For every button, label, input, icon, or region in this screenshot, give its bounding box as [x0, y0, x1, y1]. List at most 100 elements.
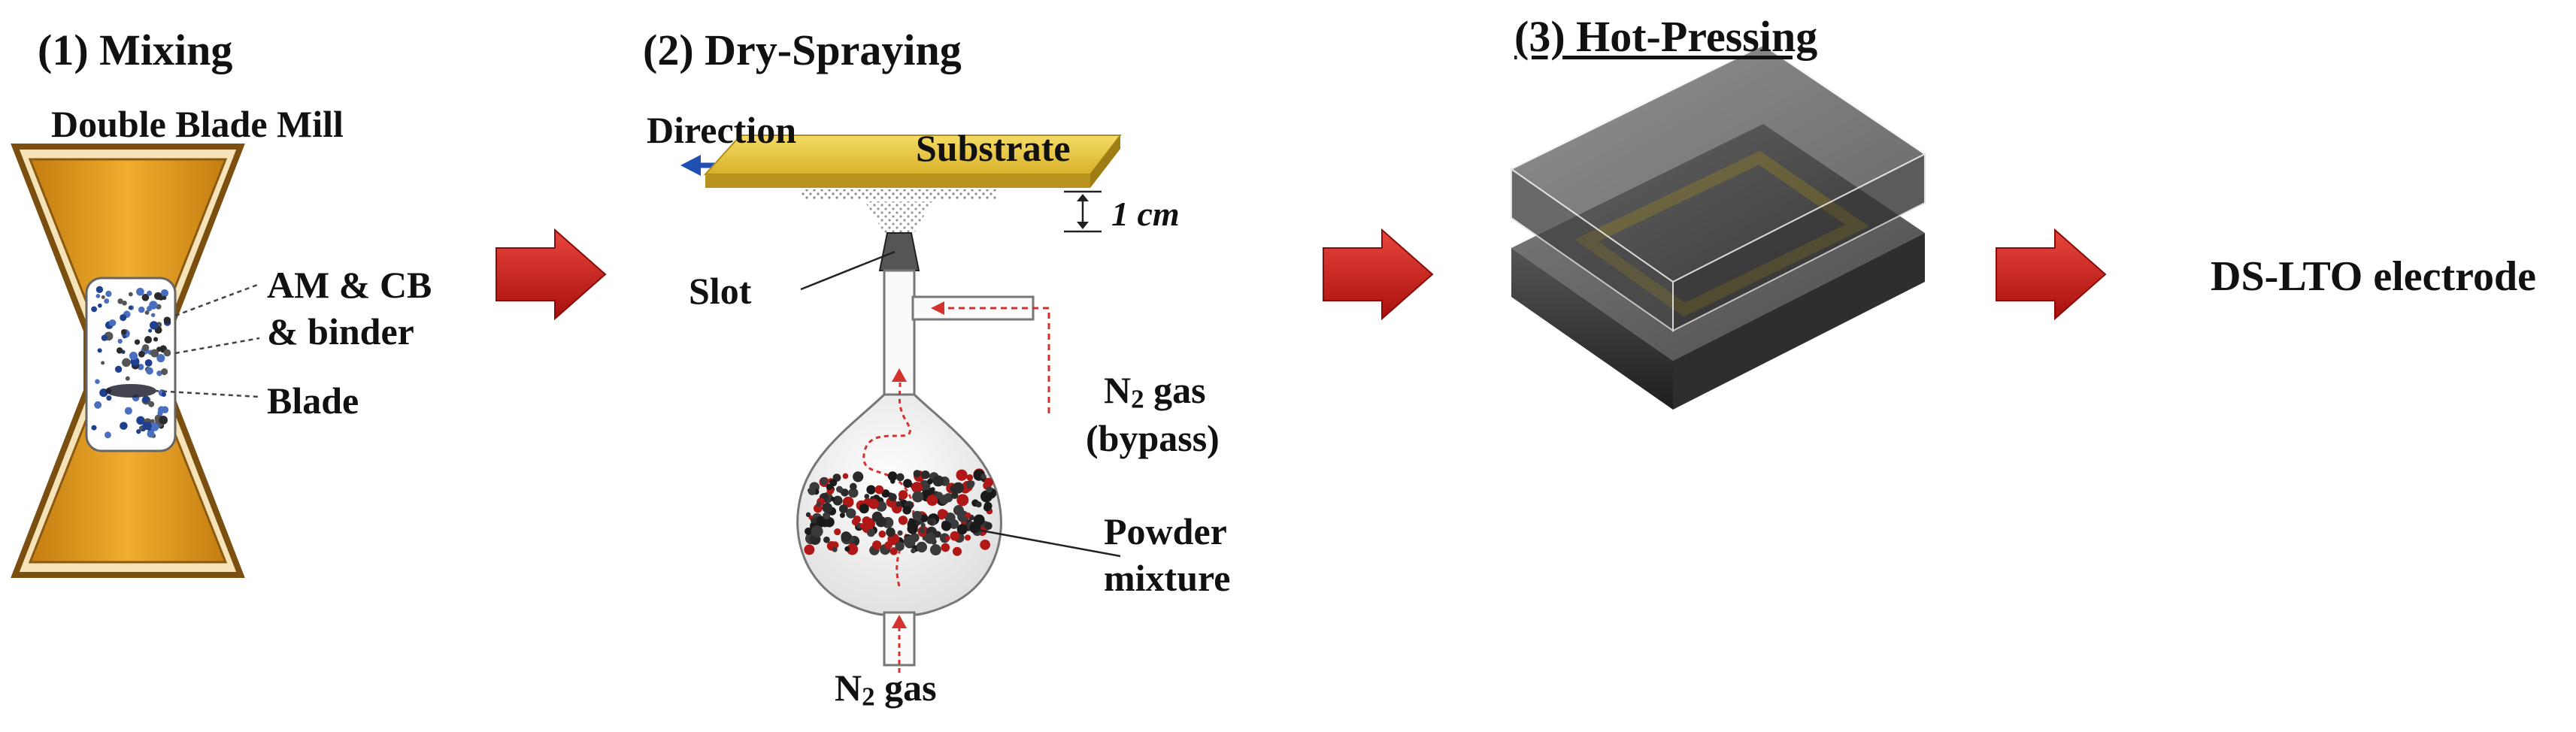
- mill-particle: [138, 306, 145, 313]
- dry-spray-apparatus: [680, 135, 1123, 673]
- powder-label-line2: mixture: [1104, 557, 1231, 599]
- powder-particle: [859, 504, 869, 514]
- powder-particle: [849, 482, 857, 491]
- powder-particle: [919, 527, 926, 534]
- powder-particle: [805, 512, 811, 518]
- result-label: DS-LTO electrode: [2211, 253, 2536, 300]
- powder-particle: [823, 536, 830, 543]
- mill-particle: [138, 350, 145, 358]
- powder-particle: [846, 543, 859, 555]
- mill-particle: [104, 298, 110, 304]
- mill-particle: [122, 300, 127, 306]
- powder-particle: [965, 512, 971, 519]
- powder-particle: [952, 546, 962, 556]
- mill-particle: [114, 365, 123, 373]
- powder-particle: [957, 510, 969, 522]
- powder-particle: [815, 516, 827, 528]
- right-arrow-icon: [1323, 228, 1434, 321]
- powder-particle: [929, 544, 941, 556]
- powder-particle: [805, 527, 813, 535]
- powder-particle: [960, 523, 966, 529]
- mill-particle: [136, 428, 141, 434]
- powder-particle: [920, 522, 926, 528]
- powder-particle: [886, 527, 896, 537]
- mill-particle: [149, 321, 159, 330]
- mill-particle: [141, 343, 150, 352]
- powder-particle: [889, 547, 898, 555]
- powder-particle: [912, 491, 924, 503]
- mill-particle: [101, 334, 108, 341]
- double-blade-mill: [11, 144, 260, 578]
- mill-particle: [125, 376, 130, 381]
- powder-particle: [902, 505, 911, 515]
- powder-particle: [836, 485, 843, 493]
- substrate-label: Substrate: [916, 127, 1071, 169]
- mill-particle: [149, 301, 158, 310]
- powder-particle: [937, 509, 947, 519]
- powder-particle: [831, 541, 839, 549]
- mill-particle: [136, 287, 144, 296]
- slot-label: Slot: [689, 270, 752, 312]
- mill-particle: [116, 347, 123, 354]
- mill-particle: [128, 292, 133, 297]
- powder-particle: [973, 514, 985, 526]
- powder-particle: [975, 501, 982, 508]
- leader-slot: [800, 250, 896, 291]
- powder-particle: [933, 543, 938, 549]
- mill-particle: [117, 298, 123, 304]
- powder-particles: [91, 286, 171, 439]
- powder-particle: [932, 475, 944, 487]
- mill-particle: [146, 367, 153, 375]
- mill-particle: [124, 407, 132, 415]
- right-arrow-icon: [1996, 228, 2107, 321]
- mill-contents-line2: & binder: [267, 310, 414, 352]
- powder-particle: [844, 546, 850, 552]
- mill-particle: [98, 303, 102, 308]
- powder-particle: [832, 495, 843, 506]
- powder-particle: [980, 473, 986, 479]
- mill-particle: [150, 313, 156, 317]
- powder-particle: [898, 516, 908, 525]
- powder-particle: [920, 514, 929, 522]
- mill-particle: [136, 416, 145, 425]
- powder-particle: [826, 483, 833, 491]
- mill-label: Double Blade Mill: [51, 103, 344, 145]
- powder-particle: [986, 485, 993, 493]
- mill-particle: [159, 416, 168, 425]
- powder-particle: [838, 504, 848, 513]
- mill-particle: [106, 395, 112, 401]
- step-1-title: (1) Mixing: [38, 26, 233, 74]
- mill-particle: [128, 305, 133, 310]
- powder-particle: [913, 470, 921, 478]
- mill-particle: [154, 292, 162, 301]
- powder-particle: [950, 492, 959, 499]
- powder-particle: [965, 480, 974, 489]
- powder-particle: [911, 482, 923, 494]
- powder-particle: [911, 548, 916, 554]
- powder-particle: [980, 539, 990, 550]
- mill-particle: [156, 354, 165, 363]
- powder-particle: [887, 471, 898, 481]
- right-arrow-icon: [496, 228, 607, 321]
- powder-particle: [916, 541, 927, 553]
- mill-particle: [142, 396, 150, 404]
- substrate-edge: [705, 174, 1090, 188]
- leader-powder: [977, 528, 1121, 558]
- powder-particle: [924, 532, 936, 544]
- mill-particle: [95, 286, 104, 293]
- powder-particle: [907, 523, 918, 534]
- powder-particle: [830, 496, 835, 502]
- mill-particle: [122, 358, 131, 368]
- powder-particle: [867, 528, 875, 537]
- mill-particle: [134, 339, 141, 345]
- direction-label: Direction: [647, 109, 797, 151]
- powder-particle: [864, 494, 870, 499]
- mill-particle: [120, 313, 127, 322]
- powder-particle: [808, 487, 817, 496]
- mill-particle: [105, 290, 112, 298]
- powder-particle: [874, 485, 884, 495]
- powder-particle: [832, 546, 838, 552]
- powder-particle: [935, 492, 943, 499]
